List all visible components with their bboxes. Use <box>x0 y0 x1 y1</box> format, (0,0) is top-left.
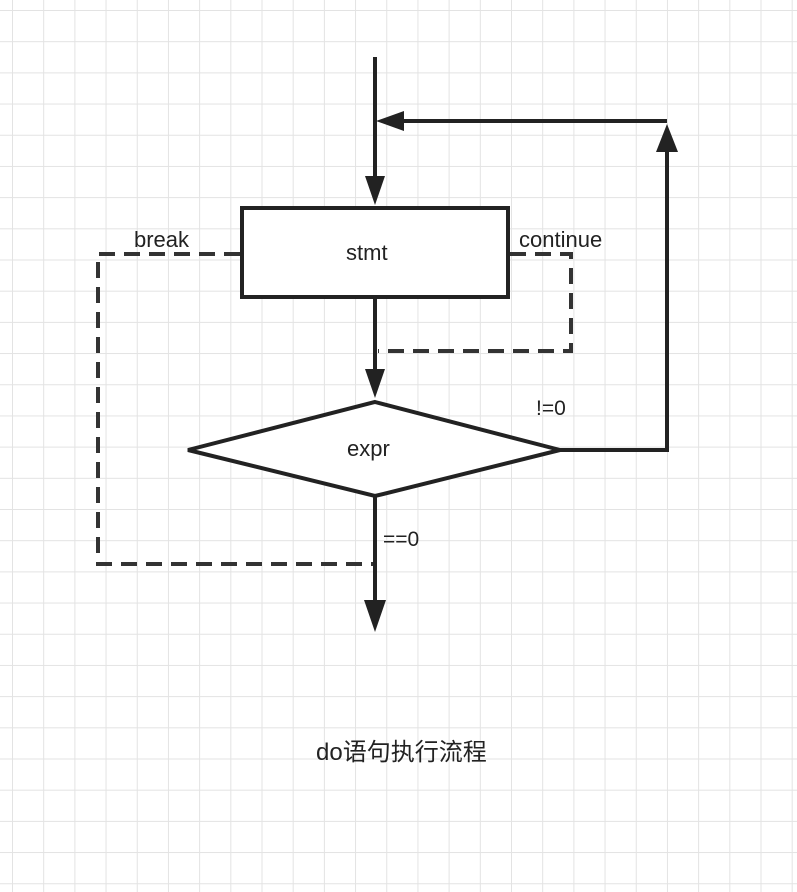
diagram-caption: do语句执行流程 <box>316 739 487 766</box>
stmt-to-expr-head <box>365 369 385 398</box>
loop-back-up-head <box>656 124 678 152</box>
expr-label: expr <box>347 436 390 461</box>
loop-back-left-head <box>376 111 404 131</box>
loop-back-line <box>560 145 669 452</box>
break-label: break <box>134 227 190 252</box>
break-dashed-path <box>96 252 373 566</box>
not-zero-label: !=0 <box>536 397 566 420</box>
exit-arrow-head <box>364 600 386 632</box>
continue-label: continue <box>519 227 603 252</box>
entry-arrow-head <box>365 176 385 205</box>
equals-zero-label: ==0 <box>383 528 420 551</box>
stmt-label: stmt <box>346 240 388 265</box>
continue-dashed-path <box>378 252 573 353</box>
